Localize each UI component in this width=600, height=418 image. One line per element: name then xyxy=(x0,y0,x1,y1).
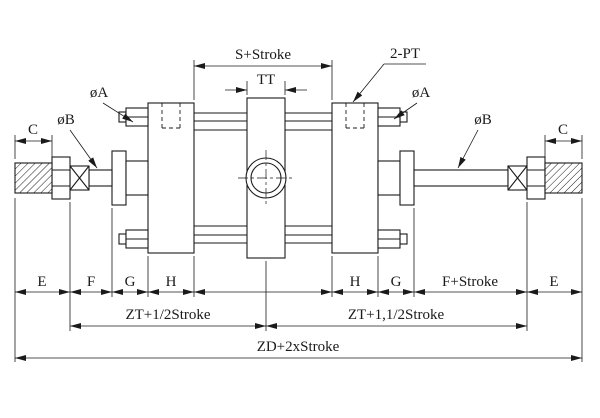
right-gland-plate xyxy=(399,150,415,206)
dim-label-phi-b-right: øB xyxy=(474,112,492,128)
left-bottom-tie-rod-stub xyxy=(118,233,127,245)
dimensions: S+Stroke TT 2-PT øA øA øB xyxy=(14,46,583,362)
right-bottom-tie-rod-stub xyxy=(399,233,408,245)
right-rod-hex-nut xyxy=(526,156,546,200)
dim-label-phi-a-right: øA xyxy=(412,85,431,101)
left-rod-hex-nut xyxy=(51,156,71,200)
dim-c-left: C xyxy=(14,122,53,159)
right-gland-group xyxy=(377,107,415,249)
left-piston-rod xyxy=(88,169,113,187)
right-rod-group xyxy=(413,156,583,200)
dim-label-s-stroke: S+Stroke xyxy=(235,47,291,63)
dim-s-stroke: S+Stroke xyxy=(193,47,333,100)
right-port-hidden-lines xyxy=(345,103,365,129)
right-top-tie-rod-stub xyxy=(399,111,408,123)
dim-label-2pt: 2-PT xyxy=(390,46,420,62)
right-piston-rod xyxy=(413,169,509,187)
center-port-block-group xyxy=(238,97,294,259)
dim-label-e-left: E xyxy=(37,274,46,290)
dim-row-segments: E F G H H G F+Stroke E xyxy=(15,274,582,295)
left-rod-group xyxy=(14,156,113,200)
dim-label-c-right: C xyxy=(558,122,568,138)
right-gland-collar xyxy=(377,160,401,196)
callout-phi-b-right: øB xyxy=(457,112,492,169)
left-port-hidden-lines xyxy=(161,103,181,129)
dim-label-zd: ZD+2xStroke xyxy=(257,339,340,355)
left-end-cap xyxy=(147,102,195,254)
dim-label-phi-b-left: øB xyxy=(57,112,75,128)
dim-label-phi-a-left: øA xyxy=(90,85,109,101)
left-gland-collar xyxy=(125,160,149,196)
right-threaded-rod-end xyxy=(544,162,583,194)
dim-row-zd: ZD+2xStroke xyxy=(15,339,582,361)
dim-row-zt: ZT+1/2Stroke ZT+1,1/2Stroke xyxy=(70,307,527,329)
dim-label-g-right: G xyxy=(391,274,402,290)
callout-2pt: 2-PT xyxy=(352,46,426,103)
dim-label-h-right: H xyxy=(350,274,361,290)
dim-label-h-left: H xyxy=(166,274,177,290)
dim-c-right: C xyxy=(544,122,583,159)
dim-label-zt-left: ZT+1/2Stroke xyxy=(125,307,210,323)
dim-label-zt-right: ZT+1,1/2Stroke xyxy=(348,307,445,323)
dim-tt: TT xyxy=(225,72,307,95)
callout-phi-a-right: øA xyxy=(393,85,431,120)
dim-label-f-left: F xyxy=(87,274,95,290)
dim-label-f-stroke: F+Stroke xyxy=(442,274,498,290)
bottom-witness-lines xyxy=(14,198,583,362)
dim-label-tt: TT xyxy=(257,72,275,88)
left-threaded-rod-end xyxy=(14,162,53,194)
dim-label-c-left: C xyxy=(28,122,38,138)
dim-label-g-left: G xyxy=(125,274,136,290)
right-end-cap xyxy=(331,102,379,254)
left-gland-plate xyxy=(111,150,127,206)
callout-phi-b-left: øB xyxy=(57,112,98,169)
callout-phi-a-left: øA xyxy=(90,85,134,123)
dim-label-e-right: E xyxy=(549,274,558,290)
